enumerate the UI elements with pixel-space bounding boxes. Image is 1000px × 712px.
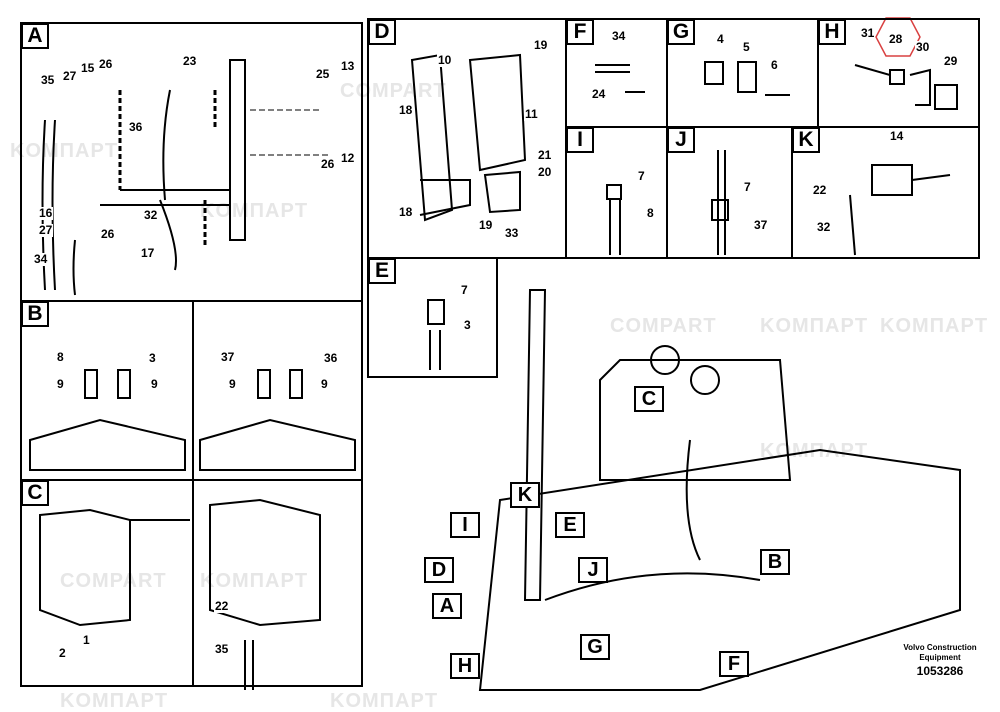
- callout: 20: [537, 165, 553, 179]
- main-label-c[interactable]: C: [634, 386, 664, 412]
- detail-panel-i: I: [565, 126, 668, 259]
- callout: 18: [398, 103, 414, 117]
- panel-letter: H: [818, 19, 846, 45]
- detail-panel-e: E: [367, 257, 498, 378]
- callout: 10: [437, 53, 453, 67]
- callout: 36: [323, 351, 339, 365]
- detail-panel-d: D: [367, 18, 567, 259]
- callout: 3: [148, 351, 157, 365]
- callout: 9: [320, 377, 329, 391]
- detail-panel-b: B: [20, 300, 194, 481]
- callout: 8: [56, 350, 65, 364]
- callout: 18: [398, 205, 414, 219]
- panel-letter: F: [566, 19, 594, 45]
- watermark: COMPART: [340, 80, 447, 102]
- panel-letter: J: [667, 127, 695, 153]
- main-label-e[interactable]: E: [555, 512, 585, 538]
- callout: 6: [770, 58, 779, 72]
- callout: 27: [62, 69, 78, 83]
- callout: 24: [591, 87, 607, 101]
- panel-letter: E: [368, 258, 396, 284]
- callout: 16: [38, 206, 54, 220]
- callout: 22: [214, 599, 230, 613]
- panel-letter: K: [792, 127, 820, 153]
- main-label-f[interactable]: F: [719, 651, 749, 677]
- callout: 9: [228, 377, 237, 391]
- detail-panel-c-alt: [192, 479, 363, 687]
- callout: 4: [716, 32, 725, 46]
- callout: 26: [98, 57, 114, 71]
- callout: 15: [80, 61, 96, 75]
- callout: 13: [340, 59, 356, 73]
- callout: 35: [40, 73, 56, 87]
- watermark: KOMПAPT: [760, 315, 869, 337]
- callout: 35: [214, 642, 230, 656]
- manufacturer-label: Volvo Construction Equipment: [903, 643, 977, 662]
- callout: 2: [58, 646, 67, 660]
- detail-panel-g: G: [666, 18, 819, 128]
- watermark: KOMПAPT: [10, 140, 119, 162]
- callout: 28: [889, 32, 903, 46]
- watermark: KOMПAPT: [880, 315, 989, 337]
- panel-letter: G: [667, 19, 695, 45]
- watermark: COMPART: [610, 315, 717, 337]
- callout: 19: [533, 38, 549, 52]
- main-label-d[interactable]: D: [424, 557, 454, 583]
- callout: 34: [611, 29, 627, 43]
- drawing-number: 1053286: [916, 664, 964, 678]
- detail-panel-k: K: [791, 126, 980, 259]
- callout: 7: [637, 169, 646, 183]
- callout: 7: [743, 180, 752, 194]
- callout: 19: [478, 218, 494, 232]
- callout: 37: [753, 218, 769, 232]
- main-label-k[interactable]: K: [510, 482, 540, 508]
- callout: 14: [889, 129, 905, 143]
- main-label-b[interactable]: B: [760, 549, 790, 575]
- callout: 7: [460, 283, 469, 297]
- main-label-a[interactable]: A: [432, 593, 462, 619]
- callout: 32: [143, 208, 159, 222]
- main-label-h[interactable]: H: [450, 653, 480, 679]
- callout: 27: [38, 223, 54, 237]
- callout: 26: [320, 157, 336, 171]
- watermark: KOMПAPT: [200, 570, 309, 592]
- callout: 29: [943, 54, 959, 68]
- main-label-j[interactable]: J: [578, 557, 608, 583]
- callout: 37: [220, 350, 236, 364]
- callout: 9: [150, 377, 159, 391]
- detail-panel-c: C: [20, 479, 194, 687]
- callout: 5: [742, 40, 751, 54]
- callout: 9: [56, 377, 65, 391]
- callout: 36: [128, 120, 144, 134]
- callout: 26: [100, 227, 116, 241]
- callout: 31: [860, 26, 876, 40]
- callout: 3: [463, 318, 472, 332]
- detail-panel-b-alt: [192, 300, 363, 481]
- panel-letter: C: [21, 480, 49, 506]
- callout: 34: [33, 252, 49, 266]
- main-label-i[interactable]: I: [450, 512, 480, 538]
- callout: 12: [340, 151, 356, 165]
- callout: 30: [915, 40, 931, 54]
- callout: 32: [816, 220, 832, 234]
- callout: 21: [537, 148, 553, 162]
- callout: 23: [182, 54, 198, 68]
- callout: 22: [812, 183, 828, 197]
- callout: 33: [504, 226, 520, 240]
- callout: 17: [140, 246, 156, 260]
- watermark: COMPART: [60, 570, 167, 592]
- main-label-g[interactable]: G: [580, 634, 610, 660]
- callout: 25: [315, 67, 331, 81]
- callout: 1: [82, 633, 91, 647]
- detail-panel-j: J: [666, 126, 793, 259]
- panel-letter: A: [21, 23, 49, 49]
- callout: 11: [524, 107, 539, 121]
- panel-letter: I: [566, 127, 594, 153]
- panel-letter: B: [21, 301, 49, 327]
- panel-letter: D: [368, 19, 396, 45]
- callout: 8: [646, 206, 655, 220]
